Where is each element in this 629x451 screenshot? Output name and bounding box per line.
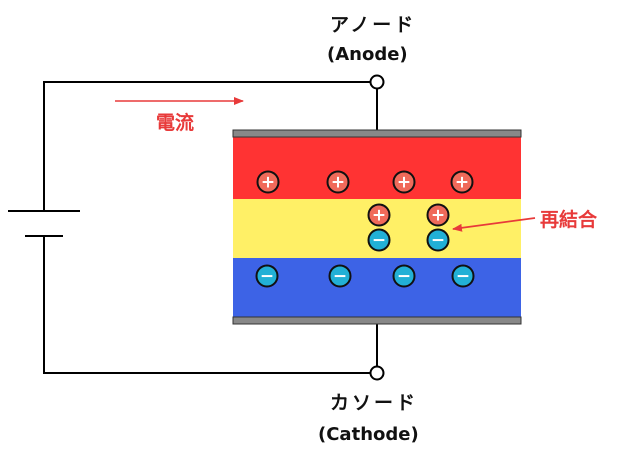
current-label: 電流 xyxy=(156,112,195,134)
hole: + xyxy=(450,170,474,194)
svg-text:−: − xyxy=(372,231,386,251)
electron: − xyxy=(367,228,391,252)
hole: + xyxy=(426,203,450,227)
svg-text:−: − xyxy=(456,267,470,287)
circuit-wires xyxy=(43,81,378,374)
anode-label-jp: アノード xyxy=(330,14,417,36)
svg-text:−: − xyxy=(260,267,274,287)
svg-text:−: − xyxy=(397,267,411,287)
cathode-label-jp: カソード xyxy=(330,392,419,414)
p-type-layer xyxy=(233,136,521,199)
n-type-layer xyxy=(233,258,521,318)
electrons: − − − − xyxy=(255,264,475,288)
svg-text:+: + xyxy=(372,206,386,226)
hole: + xyxy=(326,170,350,194)
top-wire xyxy=(43,81,370,165)
electron: − xyxy=(255,264,279,288)
svg-text:+: + xyxy=(331,173,345,193)
hole: + xyxy=(367,203,391,227)
electron: − xyxy=(451,264,475,288)
anode-terminal xyxy=(369,74,385,90)
holes: + + + + xyxy=(256,170,474,194)
cathode-electrode xyxy=(232,316,522,325)
recombination-label: 再結合 xyxy=(540,209,598,231)
bottom-wire xyxy=(43,245,370,374)
battery-symbol xyxy=(8,165,80,245)
cathode-label-en: (Cathode) xyxy=(318,424,419,445)
recombination-arrow xyxy=(452,217,536,232)
electron: − xyxy=(328,264,352,288)
anode-label-en: (Anode) xyxy=(327,44,408,65)
hole: + xyxy=(256,170,280,194)
svg-text:−: − xyxy=(333,267,347,287)
svg-text:+: + xyxy=(397,173,411,193)
hole: + xyxy=(392,170,416,194)
electron: − xyxy=(392,264,416,288)
recombination-pairs: + − + − xyxy=(367,203,450,252)
svg-text:−: − xyxy=(431,231,445,251)
svg-text:+: + xyxy=(261,173,275,193)
anode-electrode xyxy=(232,129,522,138)
cathode-terminal xyxy=(369,365,385,381)
electron: − xyxy=(426,228,450,252)
svg-text:+: + xyxy=(455,173,469,193)
svg-text:+: + xyxy=(431,206,445,226)
